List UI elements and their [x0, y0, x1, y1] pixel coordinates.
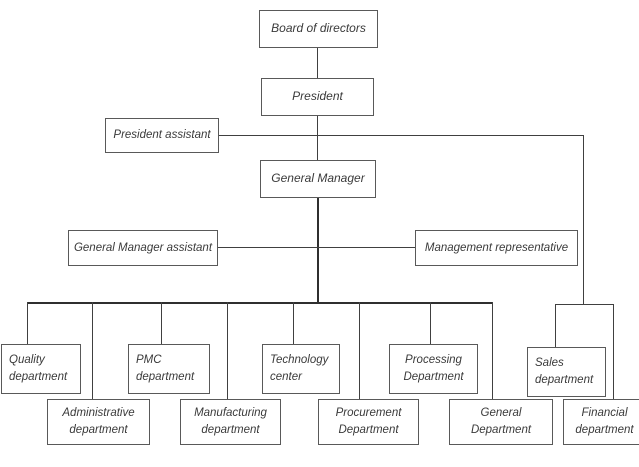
connector-drop-quality [27, 302, 28, 344]
connector-drop-technology [293, 302, 294, 344]
connector-board-to-president [317, 47, 318, 78]
connector-gm-assistant-tie [218, 247, 415, 248]
connector-drop-procurement [359, 302, 360, 399]
node-manufacturing-department[interactable]: Manufacturing department [180, 399, 281, 445]
node-general-manager[interactable]: General Manager [260, 160, 376, 198]
node-technology-center[interactable]: Technology center [262, 344, 340, 394]
node-general-department[interactable]: General Department [449, 399, 553, 445]
node-management-representative[interactable]: Management representative [415, 230, 578, 266]
node-financial-department[interactable]: Financial department [563, 399, 639, 445]
connector-drop-pmc [161, 302, 162, 344]
connector-drop-manufacturing [227, 302, 228, 399]
connector-right-riser [583, 135, 584, 304]
connector-drop-financial [613, 304, 614, 399]
node-procurement-department[interactable]: Procurement Department [318, 399, 419, 445]
node-administrative-department[interactable]: Administrative department [47, 399, 150, 445]
connector-president-assistant-tie [219, 135, 584, 136]
connector-president-to-general-manager [317, 115, 318, 160]
node-board-of-directors[interactable]: Board of directors [259, 10, 378, 48]
connector-main-distribution-bar [27, 302, 493, 304]
connector-drop-administrative [92, 302, 93, 399]
node-sales-department[interactable]: Sales department [527, 347, 606, 397]
connector-drop-processing [430, 302, 431, 344]
node-quality-department[interactable]: Quality department [1, 344, 81, 394]
node-president[interactable]: President [261, 78, 374, 116]
connector-drop-sales [555, 304, 556, 347]
connector-general-manager-trunk [317, 197, 319, 303]
connector-right-subbranch-bar [555, 304, 614, 305]
node-general-manager-assistant[interactable]: General Manager assistant [68, 230, 218, 266]
node-president-assistant[interactable]: President assistant [105, 118, 219, 153]
node-processing-department[interactable]: Processing Department [389, 344, 478, 394]
connector-drop-general-department [492, 302, 493, 399]
node-pmc-department[interactable]: PMC department [128, 344, 210, 394]
